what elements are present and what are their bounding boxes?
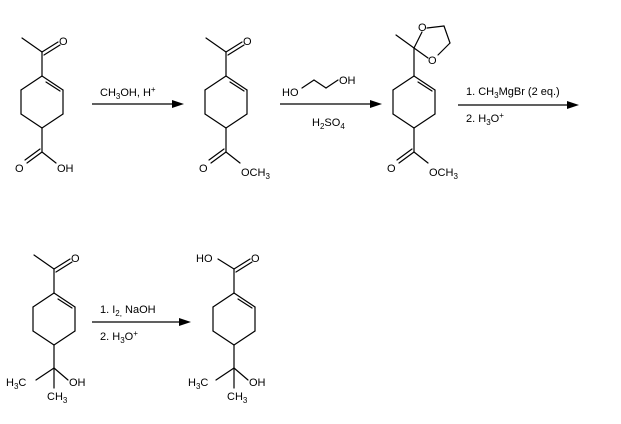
- atom-label-h3c: H3C: [6, 377, 26, 391]
- reaction-arrow-4: 1. I2, NaOH 2. H3O+: [92, 304, 191, 345]
- reagent-methanol-acid: CH3OH, H+: [100, 85, 156, 101]
- atom-label-o: O: [418, 22, 427, 34]
- molecule-4-hydroxy-ketone: O H3C OH CH3: [6, 253, 86, 405]
- reagent-ethylene-glycol-ho: HO: [282, 87, 299, 99]
- atom-label-oh: OH: [69, 377, 86, 389]
- reaction-arrow-3: 1. CH3MgBr (2 eq.) 2. H3O+: [458, 86, 579, 127]
- molecule-1-keto-acid: O O OH: [15, 36, 74, 175]
- reaction-arrow-2: HO OH H2SO4: [280, 75, 382, 131]
- molecule-2-methyl-ester: O O OCH3: [199, 36, 270, 181]
- reagent-hydronium: 2. H3O+: [466, 111, 504, 127]
- molecule-3-ketal-ester: O O O OCH3: [387, 22, 458, 181]
- atom-label-o: O: [71, 253, 80, 265]
- atom-label-o: O: [428, 55, 437, 67]
- atom-label-och3: OCH3: [429, 167, 458, 181]
- atom-label-ho: HO: [196, 253, 213, 265]
- atom-label-o: O: [199, 163, 208, 175]
- reaction-arrow-1: CH3OH, H+: [92, 85, 184, 108]
- atom-label-o: O: [387, 163, 396, 175]
- atom-label-o: O: [15, 163, 24, 175]
- atom-label-o: O: [59, 36, 68, 48]
- atom-label-oh: OH: [57, 163, 74, 175]
- reagent-ethylene-glycol-oh: OH: [339, 75, 356, 87]
- atom-label-oh: OH: [249, 377, 266, 389]
- atom-label-o: O: [243, 36, 252, 48]
- reagent-iodine-naoh: 1. I2, NaOH: [100, 304, 156, 318]
- atom-label-och3: OCH3: [241, 167, 270, 181]
- atom-label-h3c: H3C: [188, 377, 208, 391]
- reagent-grignard: 1. CH3MgBr (2 eq.): [466, 86, 560, 100]
- reagent-hydronium: 2. H3O+: [100, 329, 138, 345]
- atom-label-ch3: CH3: [227, 391, 248, 405]
- reagent-sulfuric-acid: H2SO4: [312, 117, 345, 131]
- atom-label-o: O: [251, 253, 260, 265]
- atom-label-ch3: CH3: [47, 391, 68, 405]
- molecule-5-hydroxy-acid: HO O H3C OH CH3: [188, 253, 266, 405]
